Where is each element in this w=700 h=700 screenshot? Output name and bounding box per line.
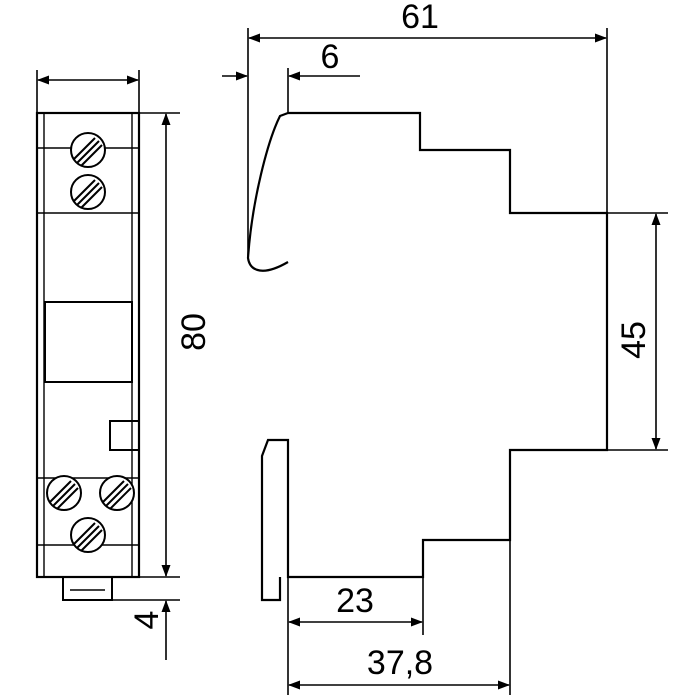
overall-depth-label: 61 xyxy=(401,0,439,36)
side-dimensions xyxy=(222,28,668,695)
terminal-screws xyxy=(46,132,135,553)
front-to-step-label: 23 xyxy=(336,582,374,620)
indicator-led xyxy=(109,420,140,451)
front-body-outline xyxy=(35,111,141,579)
height-label: 80 xyxy=(175,313,213,351)
screw-top-2 xyxy=(70,174,106,210)
side-view xyxy=(246,111,609,602)
top-height-label: 45 xyxy=(615,321,653,359)
din-clip xyxy=(62,577,113,601)
display-window xyxy=(44,301,133,383)
side-profile-outline xyxy=(260,111,609,579)
front-lip xyxy=(246,111,289,272)
screw-bottom-left xyxy=(46,475,82,511)
front-to-base-label: 37,8 xyxy=(367,644,433,682)
rail-clip xyxy=(260,577,282,602)
screw-bottom-right xyxy=(99,475,135,511)
screw-top-1 xyxy=(70,132,106,168)
clip-height-label: 4 xyxy=(128,611,166,630)
front-offset-label: 6 xyxy=(321,38,340,76)
screw-bottom-center xyxy=(70,517,106,553)
front-dimensions xyxy=(36,70,180,660)
